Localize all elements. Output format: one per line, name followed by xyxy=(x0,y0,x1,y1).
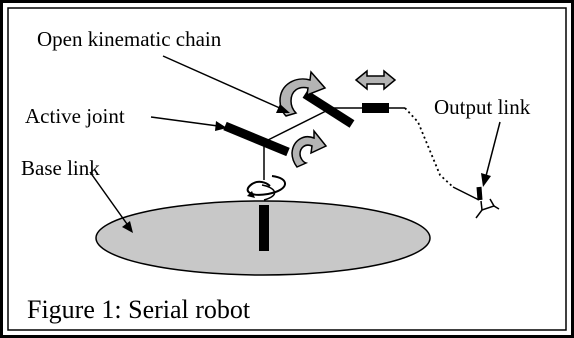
double-arrow-icon xyxy=(354,69,397,91)
base-link-leader xyxy=(89,171,133,233)
open-chain-leader xyxy=(162,55,290,113)
output-link-label: Output link xyxy=(434,95,531,119)
open-chain-label: Open kinematic chain xyxy=(37,27,222,51)
active-joint-leader xyxy=(150,116,227,131)
output-link-end-effector xyxy=(452,186,500,219)
output-chain-dotted xyxy=(404,107,454,188)
base-link-label: Base link xyxy=(21,156,100,180)
curved-arrow-icon xyxy=(279,70,327,117)
active-joint-bar xyxy=(223,121,290,157)
inner-border xyxy=(7,7,567,331)
curved-arrow-icon xyxy=(291,128,328,168)
prismatic-joint-block xyxy=(362,103,389,113)
figure-caption: Figure 1: Serial robot xyxy=(27,295,251,324)
output-link-leader xyxy=(481,121,501,187)
middle-link xyxy=(267,107,333,141)
active-joint-label: Active joint xyxy=(25,104,125,128)
spiral-arrow-icon xyxy=(246,175,286,201)
upper-joint-bar xyxy=(302,90,355,128)
base-post xyxy=(259,205,269,251)
